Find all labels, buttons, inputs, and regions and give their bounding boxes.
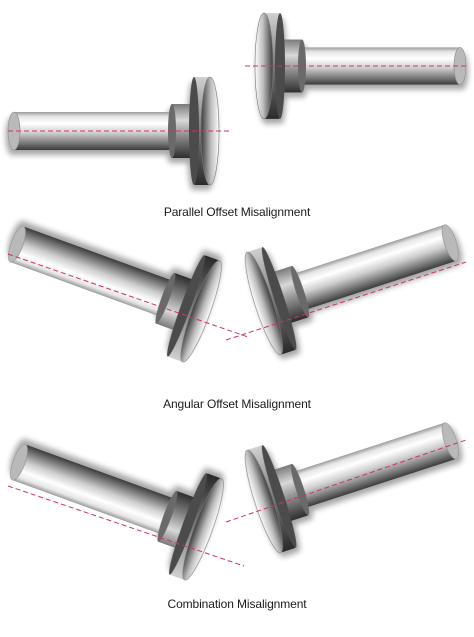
- combination-right-coupling: [238, 387, 474, 557]
- combination-centerline-left: [7, 485, 245, 567]
- angular-centerline-right: [225, 261, 467, 341]
- angular-offset-caption: Angular Offset Misalignment: [163, 397, 311, 411]
- parallel-offset-caption: Parallel Offset Misalignment: [163, 205, 311, 219]
- angular-centerline-left: [7, 253, 249, 338]
- combination-caption: Combination Misalignment: [167, 597, 307, 611]
- combination-left-coupling: [0, 408, 231, 584]
- combination-centerline-right: [225, 439, 467, 523]
